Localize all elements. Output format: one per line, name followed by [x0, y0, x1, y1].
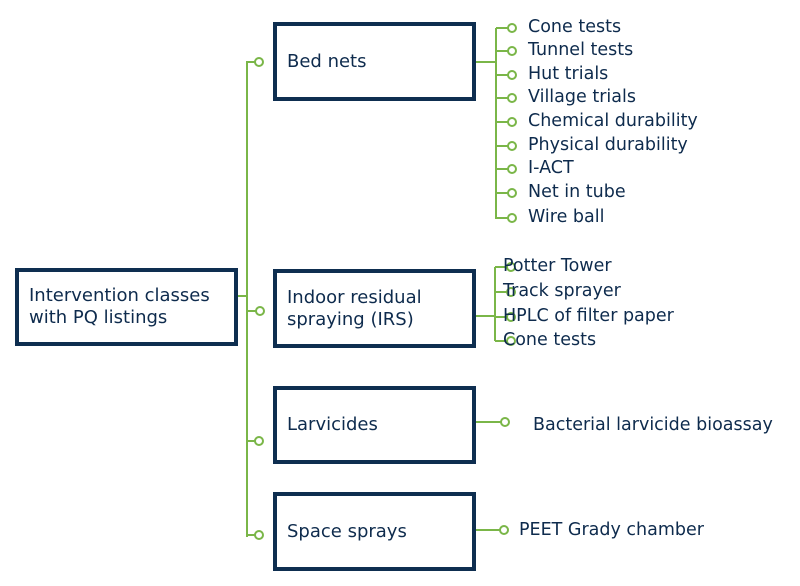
- irs-child-node-icon: [506, 312, 516, 322]
- larvicides-node-icon: [254, 436, 264, 446]
- bed-nets-leaf-item: Chemical durability: [528, 111, 698, 131]
- category-label-line1: Indoor residual: [287, 286, 422, 308]
- leaf-peet-grady-chamber: PEET Grady chamber: [519, 520, 704, 540]
- bed-nets-leaf-item: Village trials: [528, 87, 636, 107]
- category-label: Larvicides: [287, 414, 378, 435]
- category-box-bed-nets: Bed nets: [273, 22, 476, 101]
- leaf-bacterial-larvicide-bioassay: Bacterial larvicide bioassay: [533, 415, 773, 435]
- bed-nets-child-node-icon: [507, 141, 517, 151]
- irs-leaf-item: HPLC of filter paper: [503, 306, 674, 326]
- space-sprays-node-icon: [254, 530, 264, 540]
- irs-leaf-item: Cone tests: [503, 330, 597, 350]
- irs-child-nodes: [495, 262, 516, 346]
- bed-nets-leaf-item: Wire ball: [528, 207, 605, 227]
- root-label-line1: Intervention classes: [29, 285, 210, 306]
- space-sprays-child-node-icon: [499, 525, 509, 535]
- larvicides-child-node-icon: [500, 417, 510, 427]
- bed-nets-child-node-icon: [507, 93, 517, 103]
- bed-nets-leaf-item: Hut trials: [528, 64, 609, 84]
- bed-nets-child-node-icon: [507, 164, 517, 174]
- irs-leaf-item: Track sprayer: [503, 281, 621, 301]
- bed-nets-leaf-item: Physical durability: [528, 135, 688, 155]
- category-box-space-sprays: Space sprays: [273, 492, 476, 571]
- root-label-line2: with PQ listings: [29, 307, 168, 328]
- irs-leaf-item: Potter Tower: [503, 256, 612, 276]
- bed-nets-child-node-icon: [507, 70, 517, 80]
- bed-nets-child-node-icon: [507, 117, 517, 127]
- bed-nets-leaf-item: Cone tests: [528, 17, 622, 37]
- category-box-irs: Indoor residual spraying (IRS): [273, 269, 476, 348]
- bed-nets-child-node-icon: [507, 23, 517, 33]
- category-label: Bed nets: [287, 50, 367, 72]
- bed-nets-node-icon: [254, 57, 264, 67]
- bed-nets-child-nodes: [496, 23, 517, 223]
- category-label: Space sprays: [287, 520, 407, 542]
- irs-child-node-icon: [506, 336, 516, 346]
- bed-nets-child-node-icon: [507, 213, 517, 223]
- bed-nets-child-node-icon: [507, 188, 517, 198]
- category-label-line2: spraying (IRS): [287, 308, 414, 330]
- bed-nets-leaf-item: I-ACT: [528, 158, 574, 178]
- irs-child-node-icon: [506, 287, 516, 297]
- category-box-larvicides: Larvicides: [273, 386, 476, 464]
- irs-child-node-icon: [506, 262, 516, 272]
- irs-node-icon: [255, 306, 265, 316]
- root-box: Intervention classes with PQ listings: [15, 268, 238, 346]
- bed-nets-leaf-item: Net in tube: [528, 182, 626, 202]
- bed-nets-child-node-icon: [507, 46, 517, 56]
- bed-nets-leaf-item: Tunnel tests: [528, 40, 634, 60]
